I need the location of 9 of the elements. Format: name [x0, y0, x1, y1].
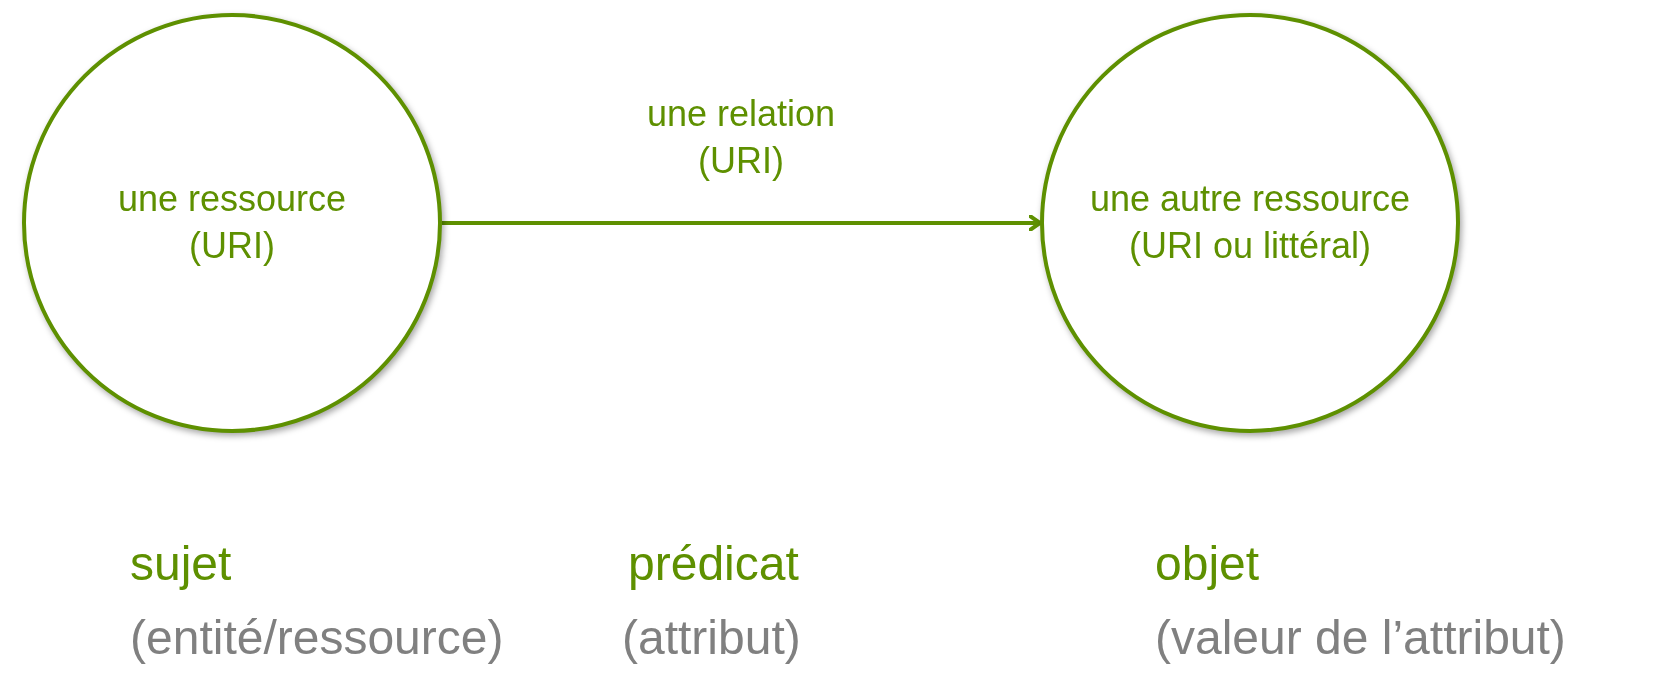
- node-label: une ressource (URI): [116, 177, 348, 268]
- role-heading: objet: [1155, 538, 1260, 591]
- role-description: (attribut): [622, 612, 801, 665]
- role-description: (valeur de l’attribut): [1155, 612, 1566, 665]
- role-heading: prédicat: [628, 538, 799, 591]
- arrow: [442, 214, 1042, 232]
- role-heading: sujet: [130, 538, 232, 591]
- node-label: une autre ressource (URI ou littéral): [1088, 177, 1412, 268]
- role-description: (entité/ressource): [130, 612, 504, 665]
